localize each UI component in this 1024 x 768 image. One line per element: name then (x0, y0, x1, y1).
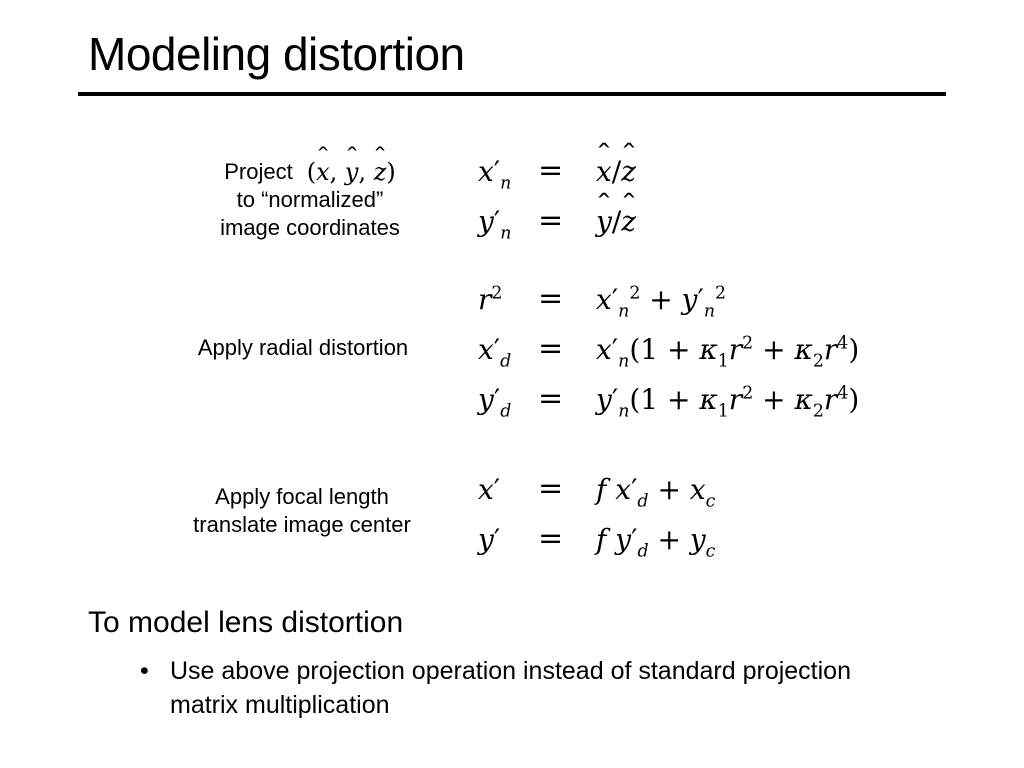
equals-sign: = (538, 521, 564, 556)
equation-lhs: x′n (478, 155, 512, 194)
focal-label-line2: translate image center (193, 512, 411, 537)
equation-rhs: f y′d + yc (596, 523, 716, 562)
project-tuple: (x, y, z) (307, 160, 396, 184)
equals-sign: = (538, 381, 564, 416)
equals-sign: = (538, 203, 564, 238)
radial-label: Apply radial distortion (197, 335, 409, 360)
bullet-marker: • (140, 657, 149, 685)
slide-title: Modeling distortion (88, 28, 465, 80)
equation-yn: y′n = y/z (478, 202, 778, 242)
equation-yd: y′d = y′n(1 + κ1r2 + κ2r4) (478, 380, 938, 420)
equation-xn: x′n = x/z (478, 152, 778, 192)
equation-lhs: r2 (478, 283, 503, 316)
section-heading: To model lens distortion (88, 606, 404, 639)
project-label-line2: to “normalized” (236, 187, 384, 212)
equation-lhs: y′d (478, 383, 512, 422)
bullet-text: Use above projection operation instead o… (170, 657, 851, 719)
equation-lhs: x′ (478, 473, 501, 506)
equals-sign: = (538, 331, 564, 366)
equation-rhs: y/z (596, 208, 636, 236)
equation-y-prime: y′ = f y′d + yc (478, 520, 778, 560)
equation-rhs: x/z (596, 158, 636, 186)
equation-rhs: f x′d + xc (596, 473, 716, 512)
equation-lhs: y′ (478, 523, 501, 556)
equation-x-prime: x′ = f x′d + xc (478, 470, 778, 510)
equals-sign: = (538, 153, 564, 188)
equals-sign: = (538, 471, 564, 506)
focal-label-line1: Apply focal length (215, 484, 389, 509)
equation-rhs: x′n2 + y′n2 (596, 283, 727, 322)
equation-rhs: y′n(1 + κ1r2 + κ2r4) (596, 383, 860, 422)
focal-label: Apply focal length translate image cente… (170, 483, 434, 539)
equation-lhs: y′n (478, 205, 512, 244)
title-underline (78, 92, 946, 96)
equals-sign: = (538, 281, 564, 316)
equation-r-squared: r2 = x′n2 + y′n2 (478, 280, 938, 320)
equation-xd: x′d = x′n(1 + κ1r2 + κ2r4) (478, 330, 938, 370)
equation-lhs: x′d (478, 333, 512, 372)
project-word: Project (224, 159, 293, 184)
project-label-line3: image coordinates (220, 215, 400, 240)
project-label: Project (x, y, z) to “normalized” image … (180, 158, 440, 242)
equation-rhs: x′n(1 + κ1r2 + κ2r4) (596, 333, 860, 372)
